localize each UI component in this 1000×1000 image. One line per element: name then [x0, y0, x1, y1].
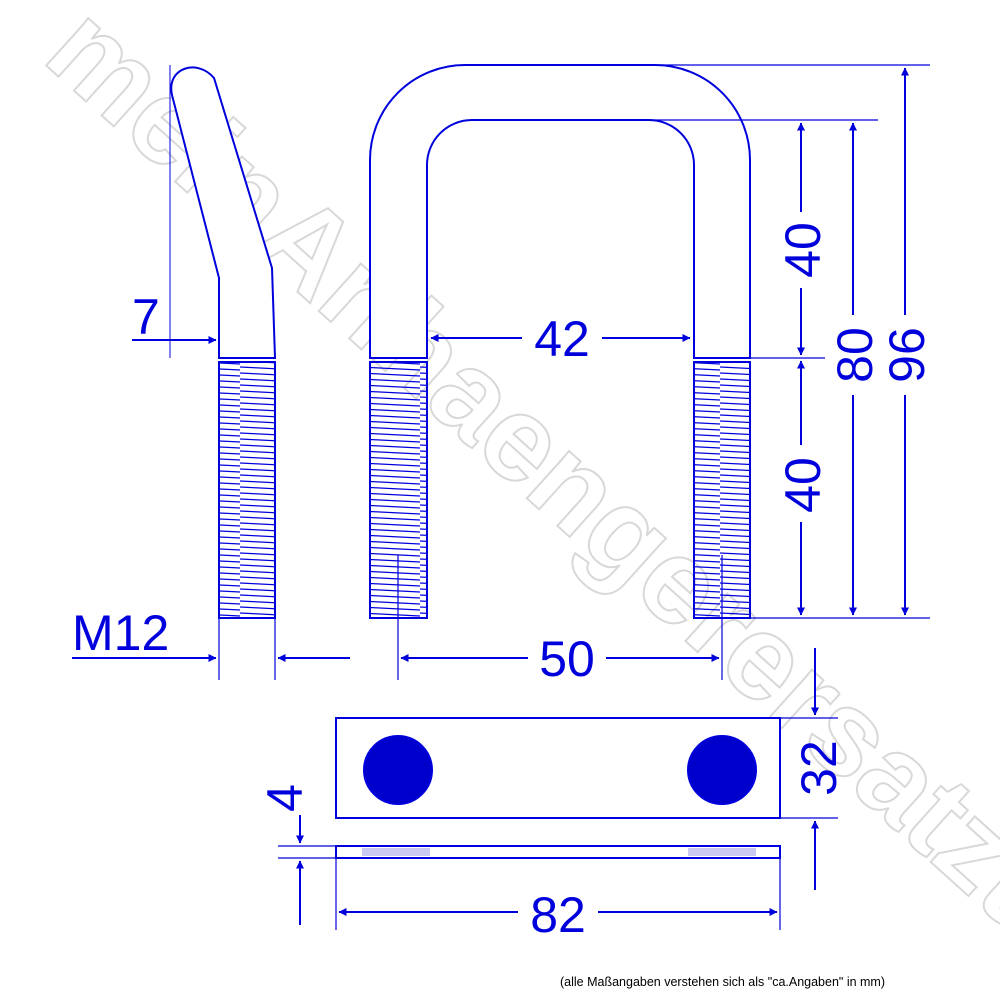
- plate-hole-right: [687, 735, 757, 805]
- front-view-u-bolt: [369, 64, 751, 680]
- side-view-bent-shank: [170, 66, 277, 359]
- height-extension-lines: [650, 64, 930, 619]
- plate-edge-hole-right: [688, 848, 756, 856]
- dim-plate-thickness: [278, 815, 336, 925]
- dim-inner-height-label: 80: [827, 327, 883, 383]
- plate-hole-left: [363, 735, 433, 805]
- dim-total-height-label: 96: [879, 327, 935, 383]
- side-view-bolt: [169, 65, 277, 619]
- dim-upper-height-label: 40: [775, 222, 831, 278]
- dim-bend-offset-label: 7: [132, 289, 160, 345]
- dim-plate-width-label: 82: [530, 887, 586, 943]
- dim-inner-width-label: 42: [534, 311, 590, 367]
- side-view-threaded-end: [218, 361, 276, 619]
- dim-thread: [72, 600, 350, 680]
- plate-edge-view: [335, 845, 781, 859]
- dim-lower-height-label: 40: [775, 457, 831, 513]
- u-bolt-bend: [369, 64, 751, 359]
- clamp-plate: [335, 717, 781, 859]
- plate-edge-hole-left: [362, 848, 430, 856]
- dim-plate-height: [780, 648, 838, 890]
- dim-plate-width: [335, 858, 781, 930]
- footnote: (alle Maßangaben verstehen sich als "ca.…: [560, 975, 886, 989]
- dim-center-distance-label: 50: [539, 631, 595, 687]
- dim-plate-thickness-label: 4: [257, 784, 313, 812]
- dim-plate-height-label: 32: [791, 740, 847, 796]
- dim-thread-label: M12: [72, 605, 169, 661]
